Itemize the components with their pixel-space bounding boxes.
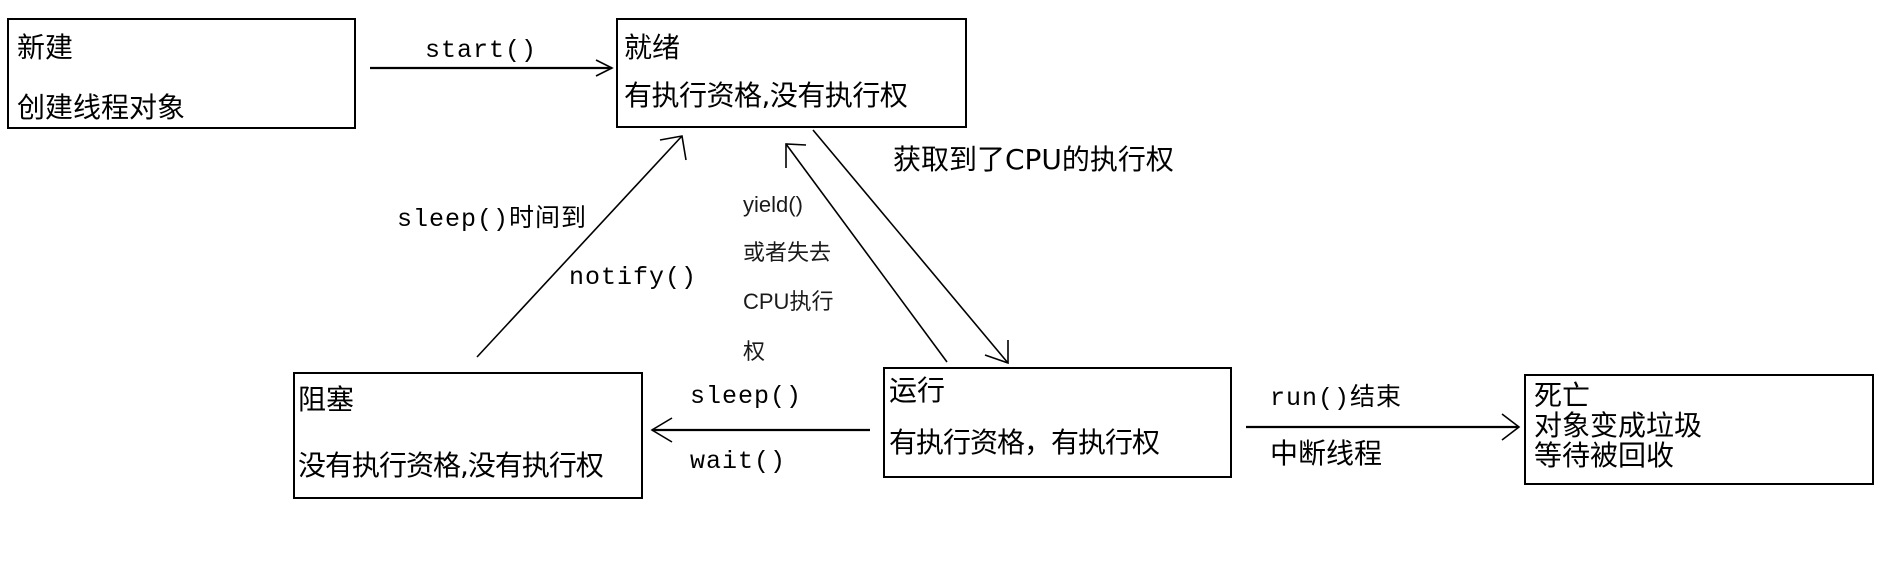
state-ready-desc: 有执行资格,没有执行权	[624, 79, 908, 112]
state-ready: 就绪 有执行资格,没有执行权	[616, 18, 967, 128]
state-new: 新建 创建线程对象	[7, 18, 356, 129]
label-yield-line-1: yield()	[743, 192, 803, 217]
state-running-desc: 有执行资格，有执行权	[889, 426, 1160, 459]
state-dead-desc-line-1: 对象变成垃圾	[1534, 409, 1703, 442]
label-sleep: sleep()	[690, 382, 803, 411]
label-yield-line-3: CPU执行	[743, 289, 834, 314]
arrow-running-to-dead	[1246, 413, 1521, 441]
state-running: 运行 有执行资格，有执行权	[883, 367, 1232, 478]
arrow-ready-to-running	[812, 129, 1009, 365]
state-ready-title: 就绪	[624, 31, 681, 64]
state-new-title: 新建	[17, 31, 74, 64]
state-blocked: 阻塞 没有执行资格,没有执行权	[293, 372, 643, 499]
arrow-running-to-blocked	[650, 417, 870, 443]
label-yield-line-2: 或者失去	[743, 240, 832, 265]
arrow-blocked-to-ready	[476, 135, 687, 358]
label-got-cpu: 获取到了CPU的执行权	[893, 143, 1174, 176]
state-blocked-title: 阻塞	[298, 383, 355, 416]
label-notify: notify()	[569, 263, 698, 292]
state-dead-desc-line-2: 等待被回收	[1534, 439, 1675, 472]
state-dead-title: 死亡	[1534, 379, 1591, 412]
arrow-new-to-ready	[370, 59, 614, 77]
arrow-running-to-ready	[785, 143, 948, 363]
state-dead: 死亡 对象变成垃圾 等待被回收	[1524, 374, 1874, 485]
label-wait: wait()	[690, 447, 787, 476]
label-interrupt: 中断线程	[1270, 437, 1383, 470]
state-new-desc: 创建线程对象	[17, 91, 186, 124]
state-running-title: 运行	[889, 374, 946, 407]
state-blocked-desc: 没有执行资格,没有执行权	[298, 449, 604, 482]
label-yield-line-4: 权	[743, 339, 766, 364]
label-run-end: run()结束	[1270, 384, 1403, 413]
label-start: start()	[425, 36, 538, 65]
label-sleep-time-up: sleep()时间到	[397, 205, 588, 234]
